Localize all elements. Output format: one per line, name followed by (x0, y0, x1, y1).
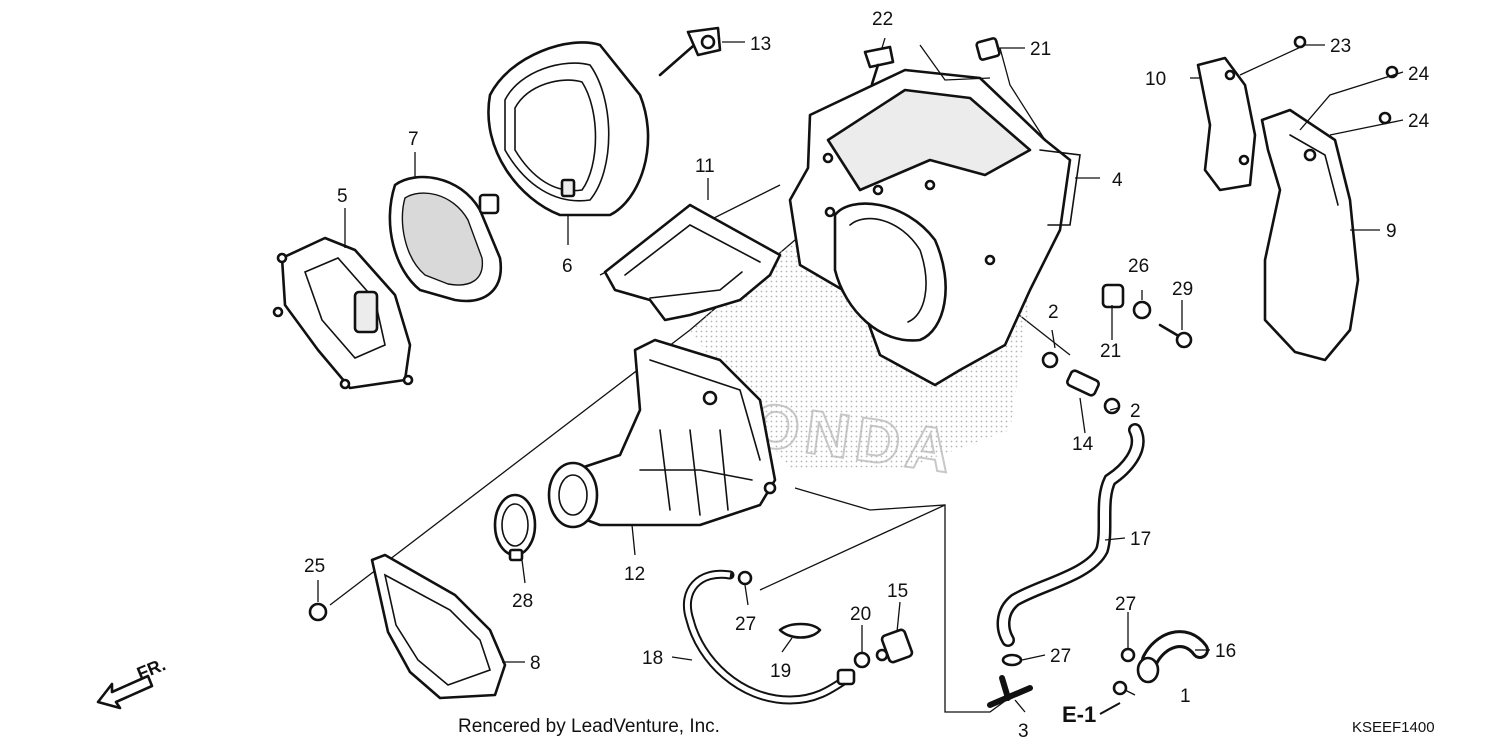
callout-24-lower: 24 (1408, 111, 1430, 132)
callout-2-lower: 2 (1130, 401, 1141, 422)
part-22-grommet (863, 45, 895, 86)
part-1-clip (1112, 680, 1128, 696)
part-29-bolt (1158, 323, 1193, 349)
part-2-clamp-b (1103, 397, 1121, 415)
part-9-duct-cover (1260, 108, 1360, 362)
callout-4: 4 (1112, 170, 1123, 191)
part-12-intake-duct (547, 338, 777, 529)
front-arrow-icon (96, 674, 154, 710)
part-2-clamp-a (1041, 351, 1059, 369)
front-direction-indicator: FR. (96, 654, 168, 710)
callout-2-upper: 2 (1048, 302, 1059, 323)
callout-27-left: 27 (735, 614, 756, 635)
part-18-hose (682, 569, 856, 705)
callout-25: 25 (304, 556, 325, 577)
part-21-nut-top (975, 37, 1001, 61)
callout-24-upper: 24 (1408, 64, 1430, 85)
callout-7: 7 (408, 129, 419, 150)
part-8-gasket (370, 553, 507, 700)
callout-20: 20 (850, 604, 871, 625)
part-6-filter-cover (487, 41, 650, 217)
callout-14: 14 (1072, 434, 1094, 455)
callout-26: 26 (1128, 256, 1149, 277)
callout-18: 18 (642, 648, 663, 669)
callout-3: 3 (1018, 721, 1029, 742)
callout-8: 8 (530, 653, 541, 674)
part-26-washer (1132, 300, 1152, 320)
callout-27-right: 27 (1115, 594, 1136, 615)
part-28-clamp (493, 493, 537, 562)
part-4-air-box (788, 68, 1081, 387)
part-19-clip (778, 622, 822, 639)
part-16-elbow (1136, 630, 1209, 684)
callout-22: 22 (872, 9, 893, 30)
part-15-valve (875, 628, 914, 664)
callout-12: 12 (624, 564, 645, 585)
reference-label: E-1 (1062, 702, 1096, 727)
part-17-hose (996, 423, 1145, 647)
callout-10: 10 (1145, 69, 1166, 90)
part-20-grommet (853, 651, 871, 669)
part-27-clip-c (1001, 653, 1023, 667)
callout-11: 11 (695, 156, 715, 177)
callout-13: 13 (750, 34, 771, 55)
part-11-bracket (603, 203, 782, 322)
part-5-outer-plate (272, 236, 414, 390)
callout-15: 15 (887, 581, 908, 602)
callout-23: 23 (1330, 36, 1351, 57)
diagram-code: KSEEF1400 (1352, 719, 1435, 736)
callout-21-lower: 21 (1100, 341, 1121, 362)
reference-arrow-icon (1099, 702, 1121, 715)
callout-27-middle: 27 (1050, 646, 1071, 667)
part-10-side-bracket (1196, 56, 1257, 192)
callout-29: 29 (1172, 279, 1193, 300)
leader-lines (317, 37, 1404, 713)
part-14-fitting (1066, 369, 1100, 397)
callout-1: 1 (1180, 686, 1191, 707)
part-25-nut (308, 602, 328, 622)
part-21-nut-lower (1101, 283, 1125, 309)
callout-28: 28 (512, 591, 533, 612)
callout-21-top: 21 (1030, 39, 1051, 60)
callout-5: 5 (337, 186, 348, 207)
part-24-screw-b (1378, 111, 1392, 125)
callout-17: 17 (1130, 529, 1151, 550)
front-direction-label: FR. (134, 654, 168, 683)
part-13-bolt (658, 26, 722, 77)
callout-16: 16 (1215, 641, 1236, 662)
part-7-filter-element (388, 175, 503, 303)
callout-6: 6 (562, 256, 573, 277)
part-27-clip-b (1120, 647, 1136, 663)
callout-19: 19 (770, 661, 791, 682)
part-3-t-joint (987, 675, 1033, 708)
callout-labels: 1 2 2 3 4 5 6 7 8 9 10 11 12 13 14 15 16… (304, 9, 1430, 742)
part-27-clip-a (737, 570, 753, 586)
credit-text: Rencered by LeadVenture, Inc. (458, 716, 720, 737)
callout-9: 9 (1386, 221, 1397, 242)
